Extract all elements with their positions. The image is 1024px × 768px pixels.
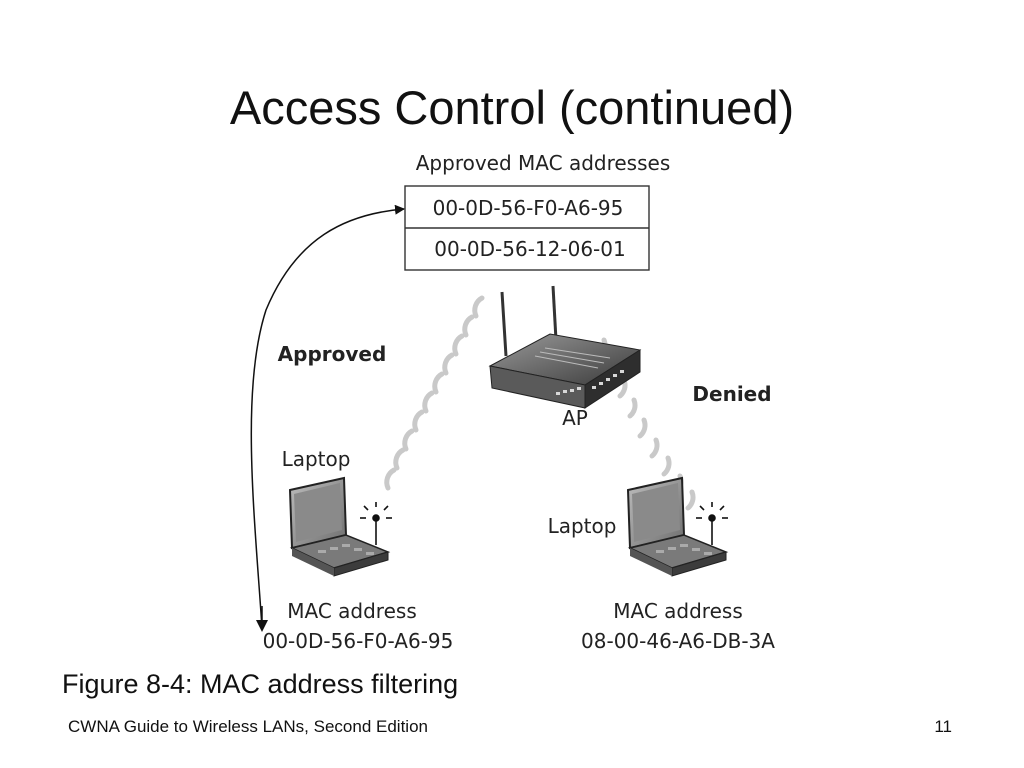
approved-table-title: Approved MAC addresses [416, 151, 671, 175]
left-laptop-label: Laptop [282, 447, 351, 471]
approved-mac-table: 00-0D-56-F0-A6-95 00-0D-56-12-06-01 [404, 185, 650, 271]
ap-label: AP [562, 406, 588, 430]
lookup-arrow [250, 204, 405, 629]
right-laptop-icon [626, 476, 729, 577]
left-mac-caption: MAC address [287, 599, 416, 623]
page-number: 11 [934, 717, 952, 736]
right-mac-caption: MAC address [613, 599, 742, 623]
left-laptop-antenna-icon [360, 502, 392, 545]
footer-text: CWNA Guide to Wireless LANs, Second Edit… [68, 717, 428, 736]
right-laptop-antenna-icon [696, 502, 728, 545]
left-mac-address: 00-0D-56-F0-A6-95 [263, 629, 454, 653]
approved-label: Approved [278, 342, 387, 366]
left-laptop-icon [288, 476, 391, 577]
approved-mac-row: 00-0D-56-12-06-01 [434, 237, 625, 261]
access-point-icon [488, 285, 642, 409]
denied-label: Denied [692, 382, 771, 406]
figure-caption: Figure 8-4: MAC address filtering [62, 669, 459, 699]
approved-mac-row: 00-0D-56-F0-A6-95 [433, 196, 624, 220]
right-laptop-label: Laptop [548, 514, 617, 538]
approved-signal-waves [384, 295, 485, 491]
right-mac-address: 08-00-46-A6-DB-3A [581, 629, 775, 653]
slide-title: Access Control (continued) [229, 81, 795, 134]
